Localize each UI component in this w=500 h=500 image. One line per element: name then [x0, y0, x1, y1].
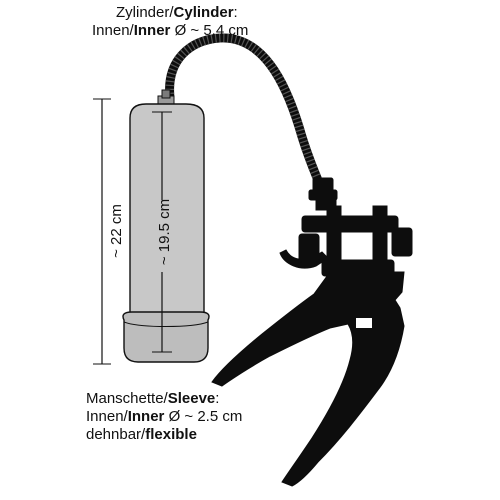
front-grip: [211, 271, 405, 487]
pump-handle: [211, 177, 413, 487]
cylinder-inner-en: Inner: [133, 22, 171, 39]
cylinder-label-line1: Zylinder/Cylinder:: [92, 4, 248, 22]
sleeve-inner-diameter: Ø ~ 2.5 cm: [164, 408, 243, 425]
sleeve-flexible-de: dehnbar/: [86, 426, 146, 443]
sleeve-label-en: Sleeve: [167, 390, 216, 407]
sleeve-label-line2: Innen/Inner Ø ~ 2.5 cm: [86, 408, 242, 426]
cylinder-label-colon: :: [233, 4, 238, 21]
sleeve-label-colon: :: [215, 390, 220, 407]
hose: [165, 33, 327, 195]
sleeve-label: Manschette/Sleeve: Innen/Inner Ø ~ 2.5 c…: [86, 390, 242, 444]
cylinder-label-de: Zylinder/: [116, 4, 174, 21]
inner-length-text: ~ 19.5 cm: [156, 199, 173, 265]
release-lever: [279, 249, 329, 269]
sleeve: [122, 311, 210, 363]
total-length-dimension: [93, 98, 111, 365]
sleeve-inner-en: Inner: [127, 408, 165, 425]
cylinder-inner-de: Innen/: [92, 22, 134, 39]
sleeve-label-de: Manschette/: [86, 390, 168, 407]
sleeve-label-line3: dehnbar/flexible: [86, 426, 242, 444]
sleeve-label-line1: Manschette/Sleeve:: [86, 390, 242, 408]
sleeve-flexible-en: flexible: [145, 426, 197, 443]
sleeve-inner-de: Innen/: [86, 408, 128, 425]
cylinder-label-en: Cylinder: [173, 4, 234, 21]
total-length-text: ~ 22 cm: [108, 204, 125, 258]
